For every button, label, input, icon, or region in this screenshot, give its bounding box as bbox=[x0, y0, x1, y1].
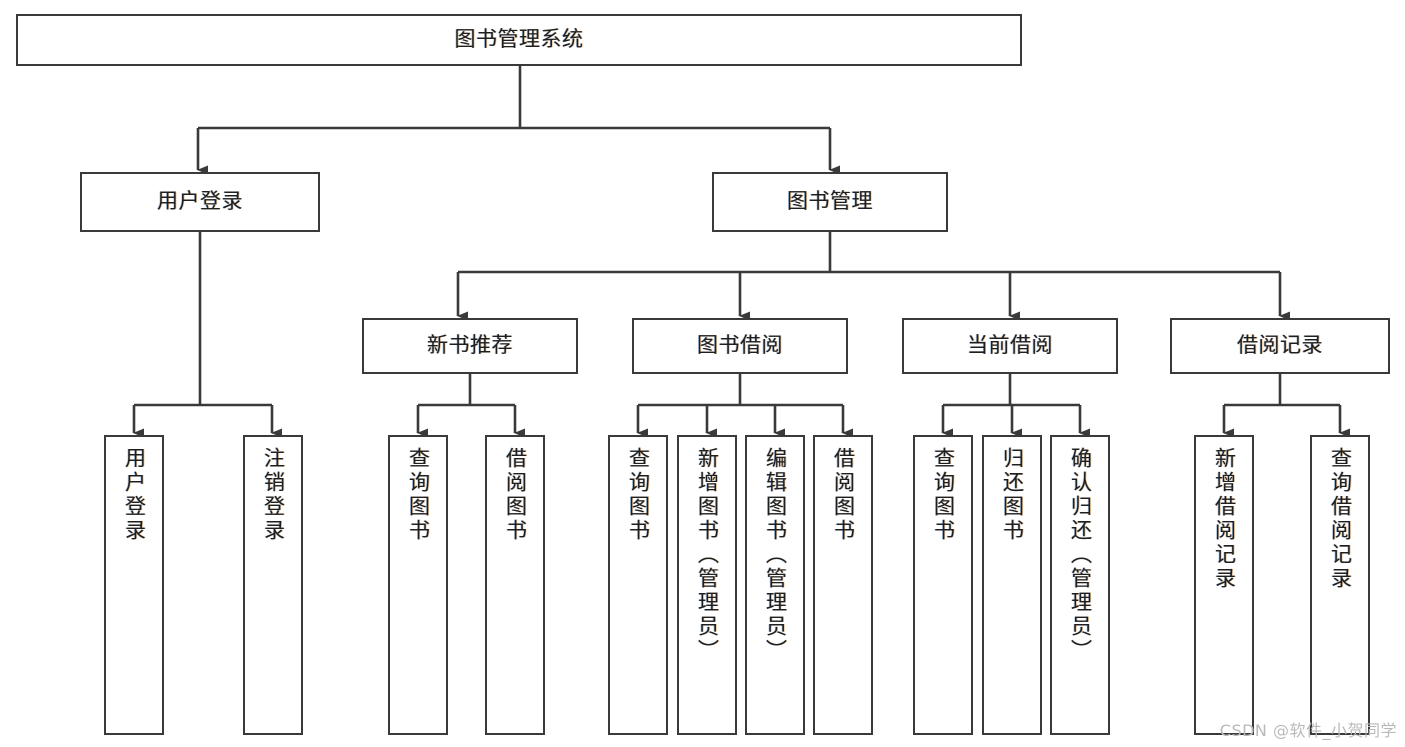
node-图书借阅[interactable]: 图书借阅 bbox=[632, 318, 848, 374]
node-label: 图书借阅 bbox=[697, 333, 783, 358]
node-新书推荐[interactable]: 新书推荐 bbox=[362, 318, 578, 374]
node-label: 查询图书 bbox=[406, 447, 431, 543]
node-label: 查询图书 bbox=[931, 447, 956, 543]
node-label: 编辑图书（管理员） bbox=[763, 447, 788, 663]
node-label: 图书管理 bbox=[787, 189, 873, 214]
node-label: 当前借阅 bbox=[967, 333, 1053, 358]
node-label: 确认归还（管理员） bbox=[1068, 447, 1093, 663]
leaf-node-注销登录[interactable]: 注销登录 bbox=[243, 435, 303, 735]
leaf-node-新增图书管理员[interactable]: 新增图书（管理员） bbox=[677, 435, 737, 735]
leaf-node-新增借阅记录[interactable]: 新增借阅记录 bbox=[1194, 435, 1254, 735]
leaf-node-确认归还管理员[interactable]: 确认归还（管理员） bbox=[1050, 435, 1110, 735]
node-label: 注销登录 bbox=[261, 447, 286, 543]
node-label: 借阅图书 bbox=[503, 447, 528, 543]
leaf-node-查询借阅记录[interactable]: 查询借阅记录 bbox=[1310, 435, 1370, 735]
csdn-watermark: CSDN @软件_小贺同学 bbox=[1219, 721, 1397, 740]
node-label: 用户登录 bbox=[122, 447, 147, 543]
leaf-node-归还图书[interactable]: 归还图书 bbox=[982, 435, 1042, 735]
leaf-node-查询图书[interactable]: 查询图书 bbox=[913, 435, 973, 735]
node-label: 借阅记录 bbox=[1237, 333, 1323, 358]
leaf-node-查询图书[interactable]: 查询图书 bbox=[388, 435, 448, 735]
leaf-node-查询图书[interactable]: 查询图书 bbox=[608, 435, 668, 735]
node-label: 图书管理系统 bbox=[454, 27, 584, 52]
node-label: 借阅图书 bbox=[831, 447, 856, 543]
connector-lines bbox=[132, 66, 1350, 438]
node-label: 新增借阅记录 bbox=[1212, 447, 1237, 591]
node-用户登录[interactable]: 用户登录 bbox=[80, 172, 320, 232]
node-label: 用户登录 bbox=[157, 189, 243, 214]
node-当前借阅[interactable]: 当前借阅 bbox=[902, 318, 1118, 374]
node-label: 归还图书 bbox=[1000, 447, 1025, 543]
node-借阅记录[interactable]: 借阅记录 bbox=[1170, 318, 1390, 374]
leaf-node-编辑图书管理员[interactable]: 编辑图书（管理员） bbox=[745, 435, 805, 735]
leaf-node-借阅图书[interactable]: 借阅图书 bbox=[813, 435, 873, 735]
node-label: 新增图书（管理员） bbox=[695, 447, 720, 663]
leaf-node-用户登录[interactable]: 用户登录 bbox=[104, 435, 164, 735]
node-图书管理[interactable]: 图书管理 bbox=[712, 172, 948, 232]
node-label: 查询借阅记录 bbox=[1328, 447, 1353, 591]
node-label: 查询图书 bbox=[626, 447, 651, 543]
node-label: 新书推荐 bbox=[427, 333, 513, 358]
root-node-图书管理系统[interactable]: 图书管理系统 bbox=[16, 14, 1022, 66]
leaf-node-借阅图书[interactable]: 借阅图书 bbox=[485, 435, 545, 735]
